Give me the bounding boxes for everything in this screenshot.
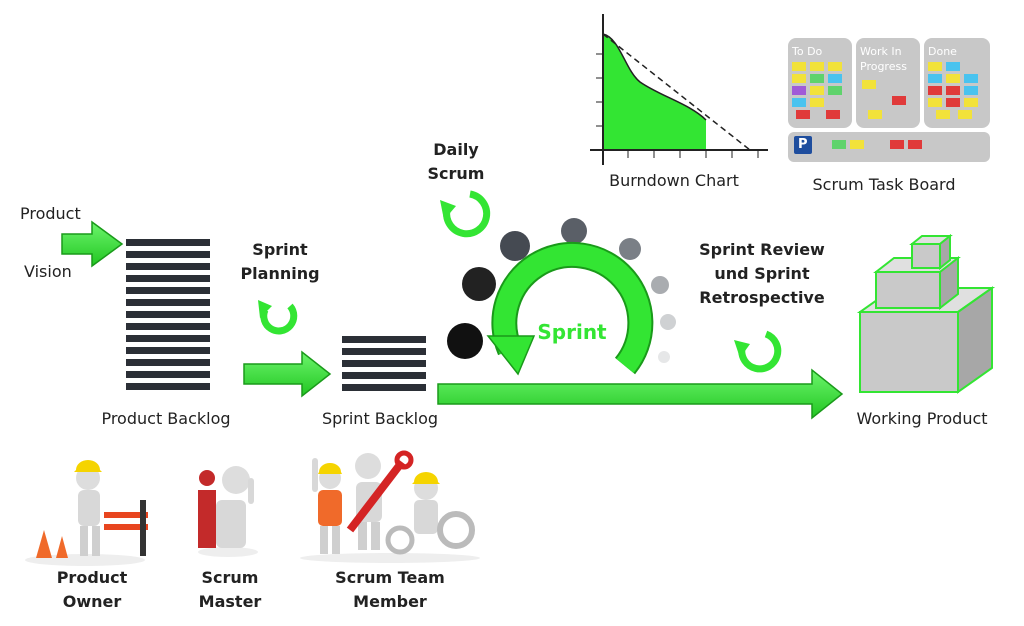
task-board-label: Scrum Task Board [812, 175, 956, 194]
role-product-owner-line2: Owner [62, 592, 122, 611]
sprint-planning-line1: Sprint [252, 240, 308, 259]
sprint-review-line2: und Sprint [714, 264, 810, 283]
role-team-member-line1: Scrum Team [335, 568, 445, 587]
product-owner-figure [25, 460, 148, 566]
scrum-team-member-figures [300, 450, 480, 563]
delivery-arrow [437, 368, 844, 420]
sprint-label: Sprint [537, 320, 607, 344]
sprint-review-label: Sprint Review und Sprint Retrospective [699, 238, 825, 310]
vision-label: Vision [24, 262, 72, 281]
planning-arrow [243, 350, 332, 398]
scrum-master-figure [198, 466, 258, 557]
role-scrum-master-line1: Scrum [201, 568, 259, 587]
sprint-review-line3: Retrospective [699, 288, 825, 307]
role-product-owner: Product Owner [57, 566, 128, 614]
burndown-chart-label: Burndown Chart [609, 171, 739, 190]
sprint-backlog-stack [342, 336, 426, 391]
sprint-day-circles [447, 218, 676, 363]
sprint-planning-line2: Planning [240, 264, 320, 283]
daily-scrum-loop-icon [440, 190, 491, 238]
role-scrum-team-member: Scrum Team Member [335, 566, 445, 614]
board-column-todo: To Do [792, 45, 823, 58]
sprint-planning-loop-icon [258, 300, 298, 335]
burndown-chart [590, 14, 768, 165]
sprint-planning-label: Sprint Planning [240, 238, 319, 286]
product-backlog-stack [126, 239, 210, 390]
parking-lot-icon: P [798, 137, 808, 152]
board-column-done: Done [928, 45, 957, 58]
daily-scrum-line1: Daily [433, 140, 479, 159]
role-scrum-master-line2: Master [198, 592, 262, 611]
input-arrow [61, 220, 124, 268]
board-column-wip: Work In Progress [860, 45, 907, 73]
sprint-review-loop-icon [734, 330, 782, 373]
daily-scrum-line2: Scrum [427, 164, 485, 183]
working-product-cubes [856, 233, 996, 394]
working-product-label: Working Product [856, 409, 988, 428]
role-product-owner-line1: Product [56, 568, 128, 587]
role-scrum-master: Scrum Master [199, 566, 262, 614]
product-label: Product [20, 204, 81, 223]
sprint-backlog-label: Sprint Backlog [321, 409, 439, 428]
role-team-member-line2: Member [353, 592, 427, 611]
product-backlog-label: Product Backlog [101, 409, 231, 428]
task-board [788, 38, 990, 162]
daily-scrum-label: Daily Scrum [428, 138, 485, 186]
sprint-review-line1: Sprint Review [699, 240, 825, 259]
sprint-cycle-arrow [486, 241, 654, 376]
